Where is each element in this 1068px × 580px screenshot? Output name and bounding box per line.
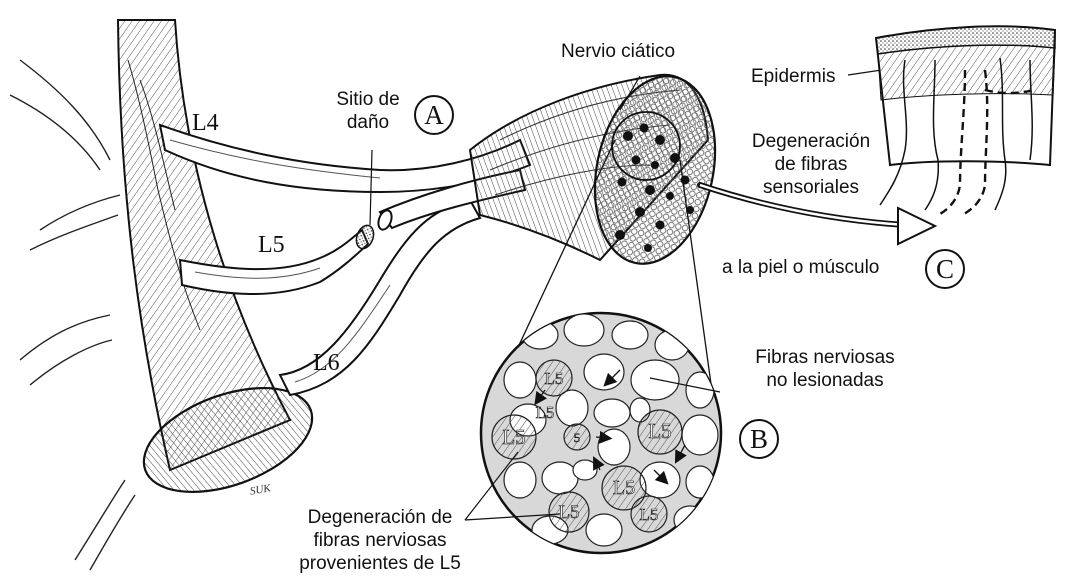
- to-skin-label: a la piel o músculo: [722, 256, 879, 279]
- inset-fiber-label: L5: [536, 403, 555, 422]
- root-label-l5: L5: [258, 232, 285, 259]
- inset-fiber-label: L5: [558, 502, 579, 523]
- root-label-l6: L6: [313, 350, 340, 377]
- inset-fiber-label: L5: [502, 425, 525, 449]
- uninjured-fibers-line1: Fibras nerviosas: [725, 346, 925, 369]
- uninjured-fibers-line2: no lesionadas: [725, 369, 925, 392]
- damage-site-label-line1: Sitio de: [318, 88, 418, 111]
- sensory-degeneration-label: Degeneración de fibras sensoriales: [736, 130, 886, 199]
- inset-fiber-label: L5: [640, 505, 659, 524]
- inset-fiber-label: L5: [613, 477, 635, 499]
- sensory-degeneration-line1: Degeneración: [736, 130, 886, 153]
- inset-fiber-label: L5: [648, 419, 671, 443]
- skin-epidermis-panel: [876, 26, 1055, 215]
- inset-fiber-label: 5: [574, 430, 581, 445]
- uninjured-fibers-label: Fibras nerviosas no lesionadas: [725, 346, 925, 392]
- sciatic-nerve-label: Nervio ciático: [561, 40, 675, 63]
- l5-degeneration-line2: fibras nerviosas: [285, 529, 475, 552]
- epidermis-label: Epidermis: [751, 65, 835, 88]
- inset-fiber-label: L5: [545, 369, 564, 388]
- l5-degeneration-line1: Degeneración de: [285, 506, 475, 529]
- marker-a: A: [414, 95, 454, 135]
- sensory-degeneration-line2: de fibras: [736, 153, 886, 176]
- damage-site-label: Sitio de daño: [318, 88, 418, 134]
- l5-degeneration-label: Degeneración de fibras nerviosas proveni…: [285, 506, 475, 575]
- damage-site-label-line2: daño: [318, 111, 418, 134]
- background-branches: [10, 60, 135, 570]
- marker-b: B: [739, 419, 779, 459]
- marker-c: C: [925, 249, 965, 289]
- root-label-l4: L4: [192, 110, 219, 137]
- sensory-degeneration-line3: sensoriales: [736, 176, 886, 199]
- l5-degeneration-line3: provenientes de L5: [285, 552, 475, 575]
